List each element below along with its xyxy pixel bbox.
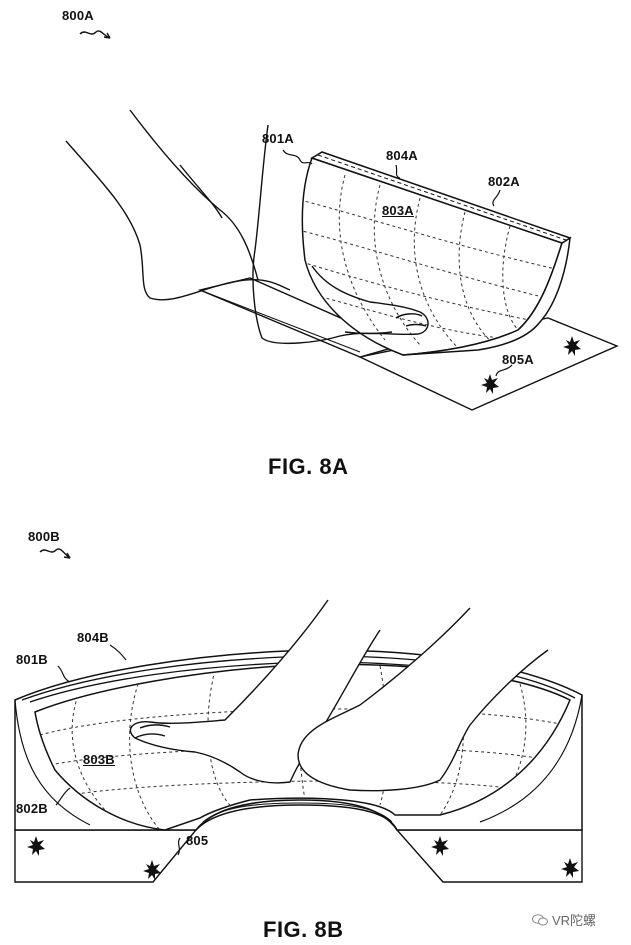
figure-ref-800a: 800A <box>62 8 94 23</box>
star-marker <box>27 836 45 856</box>
panel-edge-802a <box>402 236 571 356</box>
leader-802b <box>55 787 71 806</box>
top-rail-804a <box>310 151 572 244</box>
figure-ref-800b: 800B <box>28 529 60 544</box>
star-marker <box>563 336 581 356</box>
watermark-text: VR陀螺 <box>552 913 597 928</box>
label-803b: 803B <box>83 752 115 767</box>
squiggle-arrow-800b <box>39 548 71 559</box>
leader-805 <box>177 837 181 856</box>
leader-801b <box>57 665 71 683</box>
label-803a: 803A <box>382 203 414 218</box>
label-805: 805 <box>186 833 209 848</box>
star-marker <box>143 860 161 880</box>
floor-plate-right <box>395 829 583 883</box>
figure-8b-drawing <box>14 548 583 883</box>
leader-804a <box>395 164 401 179</box>
leader-801a <box>282 149 313 165</box>
label-801a: 801A <box>262 131 294 146</box>
watermark: VR陀螺 <box>532 910 596 929</box>
label-805a: 805A <box>502 352 534 367</box>
floor-plate-left-805 <box>14 829 198 883</box>
star-marker <box>431 836 449 856</box>
label-801b: 801B <box>16 652 48 667</box>
figure-8a-drawing <box>65 30 619 411</box>
leader-804b <box>109 644 127 661</box>
label-804a: 804A <box>386 148 418 163</box>
figure-8a: 800A 801A 804A 802A 803A 805A FIG. 8A <box>62 8 619 479</box>
star-marker <box>481 374 499 394</box>
leader-802a <box>492 189 501 207</box>
foot-illustration-b <box>129 599 549 792</box>
figure-caption-8b: FIG. 8B <box>263 917 344 942</box>
arrowhead-800a <box>103 32 111 39</box>
figure-caption-8a: FIG. 8A <box>268 454 349 479</box>
squiggle-arrow-800a <box>79 30 111 39</box>
foot-illustration-a <box>65 109 429 345</box>
label-802b: 802B <box>16 801 48 816</box>
figure-8b: 800B 804B 801B 803B 802B 805 FIG. 8B <box>0 505 631 945</box>
star-marker <box>561 858 579 878</box>
arrowhead-800b <box>63 552 71 559</box>
label-804b: 804B <box>77 630 109 645</box>
sensor-grid-803a <box>302 174 561 351</box>
leader-805a <box>495 364 513 377</box>
wechat-icon <box>532 913 548 925</box>
label-802a: 802A <box>488 174 520 189</box>
